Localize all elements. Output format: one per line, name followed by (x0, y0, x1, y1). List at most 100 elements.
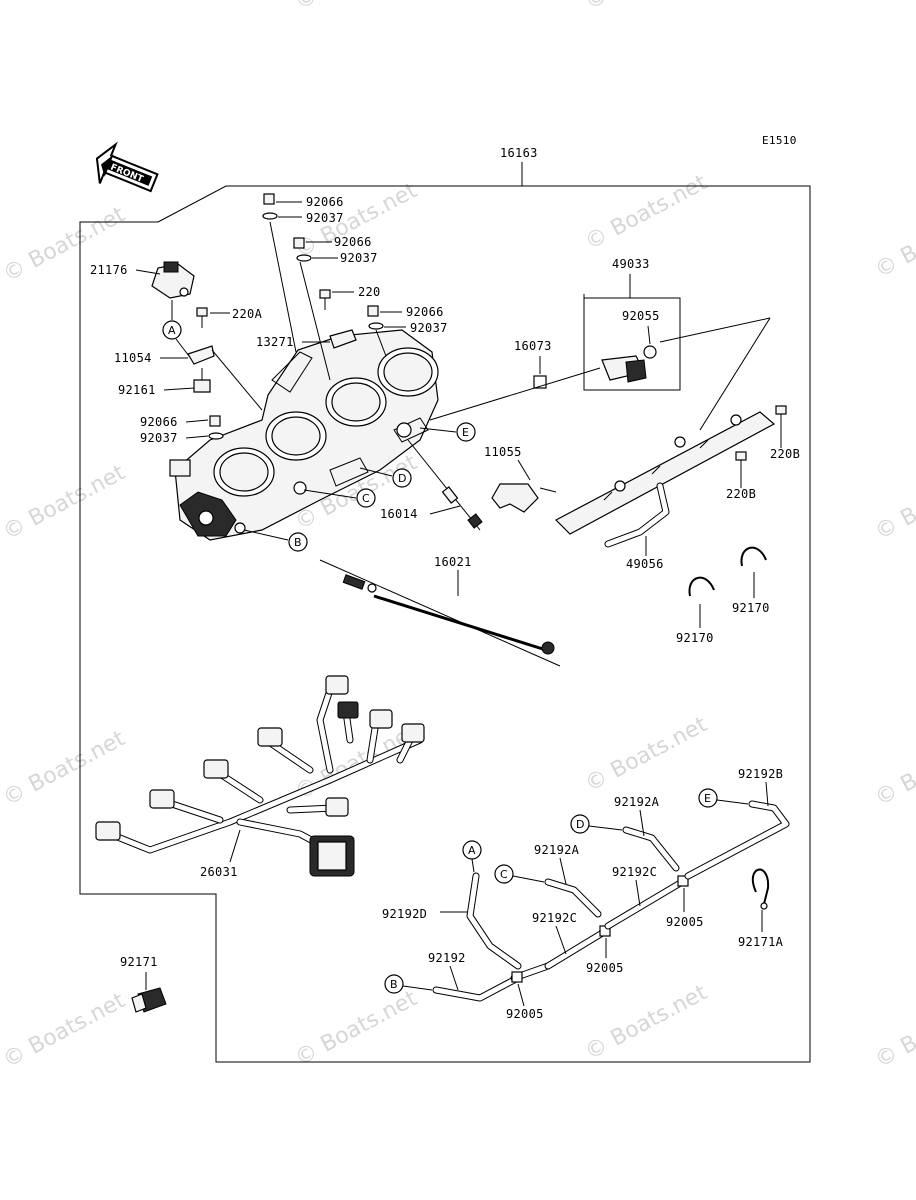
part-92037-clip (296, 254, 312, 262)
part-label: 21176 (90, 263, 128, 277)
watermark: © Boats.net (0, 726, 130, 811)
part-92171A-clip (751, 868, 770, 905)
part-label: 92192A (614, 795, 660, 809)
part-label: 16073 (514, 339, 552, 353)
part-92066-cap (209, 415, 221, 427)
assembly-label: 16163 (500, 146, 538, 160)
watermark: © Boats.net (581, 980, 712, 1065)
bracket-49033 (583, 294, 681, 391)
part-92037-clip (262, 212, 278, 220)
part-13271-plate (329, 329, 357, 349)
callout-c (494, 864, 514, 884)
callout-e (698, 788, 718, 808)
part-11054-bracket (187, 345, 215, 365)
part-92055-oring (643, 345, 657, 359)
part-26031-harness (95, 675, 425, 877)
callout-letter: E (462, 426, 469, 439)
part-92171-clip (131, 987, 167, 1013)
part-label: 92170 (676, 631, 714, 645)
diagram-code: E1510 (762, 134, 797, 147)
part-label: 220A (232, 307, 263, 321)
callout-b (384, 974, 404, 994)
part-label: 92171 (120, 955, 158, 969)
part-label: 220B (770, 447, 800, 461)
part-92192B-hose (684, 800, 790, 880)
callout-letter: D (576, 818, 584, 831)
part-92005-joint (511, 971, 523, 983)
part-label: 92161 (118, 383, 156, 397)
part-label: 26031 (200, 865, 238, 879)
part-92066-cap (367, 305, 379, 317)
part-label: 16014 (380, 507, 418, 521)
part-label: 16021 (434, 555, 472, 569)
part-label: 92066 (334, 235, 372, 249)
part-label: 92192D (382, 907, 427, 921)
callout-letter: C (362, 492, 370, 505)
callout-letter: B (390, 978, 398, 991)
part-label: 92192B (738, 767, 783, 781)
part-label: 220 (358, 285, 381, 299)
part-label: 92055 (622, 309, 660, 323)
part-label: 92171A (738, 935, 784, 949)
callout-e (456, 422, 476, 442)
part-92037-clip (368, 322, 384, 330)
part-11055-bracket (491, 483, 539, 513)
front-arrow-icon: FRONT (95, 141, 159, 193)
part-220B-bolt (775, 405, 787, 415)
part-injector (601, 355, 647, 383)
part-label: 11055 (484, 445, 522, 459)
part-label: 92005 (506, 1007, 544, 1021)
callout-letter: C (500, 868, 508, 881)
watermark: © Boats.net (871, 726, 916, 811)
watermark: © Boats.net (871, 198, 916, 283)
part-label: 92066 (406, 305, 444, 319)
watermark: © Boats.net (581, 712, 712, 797)
part-92005-joint (677, 875, 689, 887)
part-92066-cap (293, 237, 305, 249)
callout-letter: B (294, 536, 302, 549)
callout-letter: E (704, 792, 711, 805)
part-fuel-rail (555, 411, 776, 535)
part-92037-clip (208, 432, 224, 440)
watermark: © Boats.net (871, 988, 916, 1073)
part-label: 92066 (306, 195, 344, 209)
part-label: 92170 (732, 601, 770, 615)
part-92170-clamp (688, 576, 715, 597)
part-92066-cap (263, 193, 275, 205)
callout-a (162, 320, 182, 340)
part-21176-sensor (151, 261, 195, 299)
part-label: 13271 (256, 335, 294, 349)
part-label: 92192A (534, 843, 580, 857)
callout-letter: A (168, 324, 176, 337)
part-16014-rod (407, 439, 483, 531)
part-label: 92037 (340, 251, 378, 265)
part-label: 92037 (306, 211, 344, 225)
callout-b (288, 532, 308, 552)
watermark: © Boats.net (291, 986, 422, 1071)
part-220-screw (319, 289, 331, 299)
callout-letter: D (398, 472, 406, 485)
watermark: © Boats.net (581, 0, 712, 15)
part-label: 92192C (532, 911, 577, 925)
watermark: © Boats.net (0, 988, 130, 1073)
part-92170-clamp (740, 546, 767, 567)
callout-d (570, 814, 590, 834)
callout-d (392, 468, 412, 488)
callout-c (356, 488, 376, 508)
part-92192D-hose (466, 872, 522, 970)
throttle-body-assembly (169, 329, 439, 541)
part-label: 92192 (428, 951, 466, 965)
watermark: © Boats.net (871, 460, 916, 545)
part-220B-bolt (735, 451, 747, 461)
part-label: 92037 (410, 321, 448, 335)
part-220A-screw (196, 307, 208, 328)
part-label: 11054 (114, 351, 152, 365)
assembly-frame (79, 185, 811, 1063)
part-label: 92005 (586, 961, 624, 975)
callout-letter: A (468, 844, 476, 857)
part-label: 92005 (666, 915, 704, 929)
watermark: © Boats.net (581, 170, 712, 255)
watermark: © Boats.net (0, 460, 130, 545)
part-16021-shaft (319, 559, 561, 667)
